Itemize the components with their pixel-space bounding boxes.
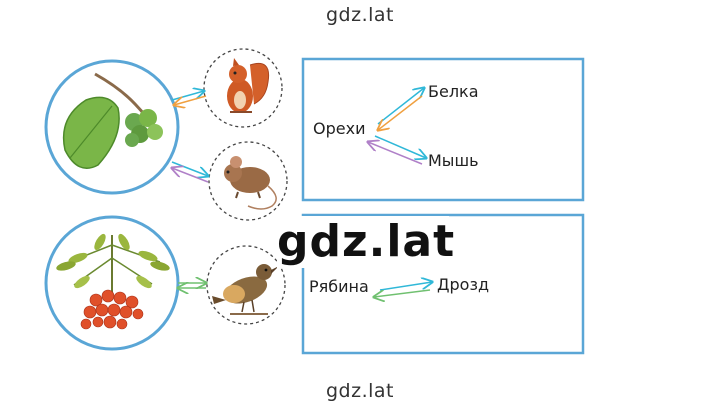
connector-hazel-mouse [172,161,208,183]
mouse-icon [208,141,288,221]
arrow-nuts-to-mouse [374,135,426,158]
connector-hazel-squirrel [172,91,206,105]
hazel-branch-icon [44,59,180,195]
node-label-belka: Белка [428,82,479,101]
arrow-nuts-to-squirrel [377,88,424,125]
node-label-drozd: Дрозд [437,275,489,294]
arrow-thrush-to-rowan [374,289,431,297]
arrow-mouse-to-nuts [368,142,423,165]
node-label-ryabina: Рябина [309,277,369,296]
node-label-orekhi: Орехи [313,119,365,138]
watermark-top: gdz.lat [325,4,394,26]
node-label-mysh: Мышь [428,151,479,170]
watermark-bottom: gdz.lat [325,380,394,402]
connector-rowan-thrush [178,283,206,288]
bottom-frame [301,213,585,355]
arrow-squirrel-to-nuts [378,95,423,130]
top-frame [301,57,585,202]
arrow-rowan-to-thrush [379,282,432,291]
thrush-bird-icon [206,245,286,325]
watermark-center: gdz.lat [277,216,456,268]
squirrel-icon [203,48,283,128]
rowan-branch-icon [44,215,180,351]
